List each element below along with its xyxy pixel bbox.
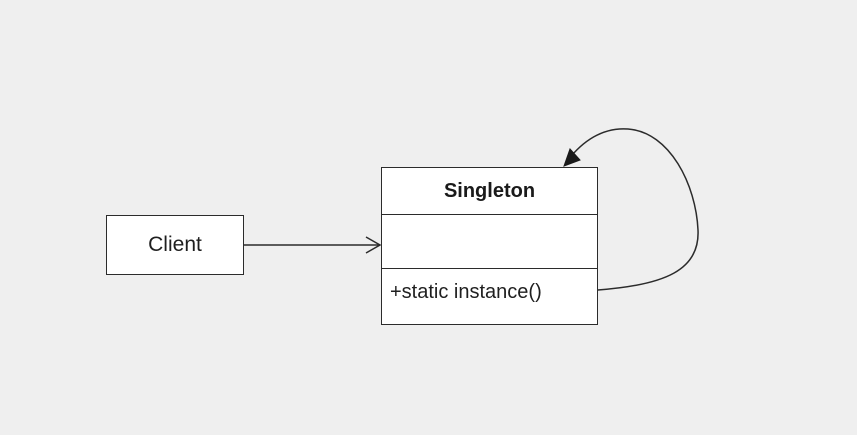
singleton-methods-section: +static instance() — [382, 269, 597, 324]
method-item: +static instance() — [390, 281, 542, 303]
open-arrowhead-icon — [365, 236, 382, 254]
client-label: Client — [148, 233, 202, 256]
singleton-class-name: Singleton — [382, 168, 597, 215]
self-reference-arrow — [567, 128, 699, 291]
client-class-box[interactable]: Client — [106, 215, 244, 275]
filled-arrowhead-icon — [563, 148, 581, 167]
singleton-class-box[interactable]: Singleton +static instance() — [381, 167, 598, 325]
singleton-attributes-section — [382, 215, 597, 269]
